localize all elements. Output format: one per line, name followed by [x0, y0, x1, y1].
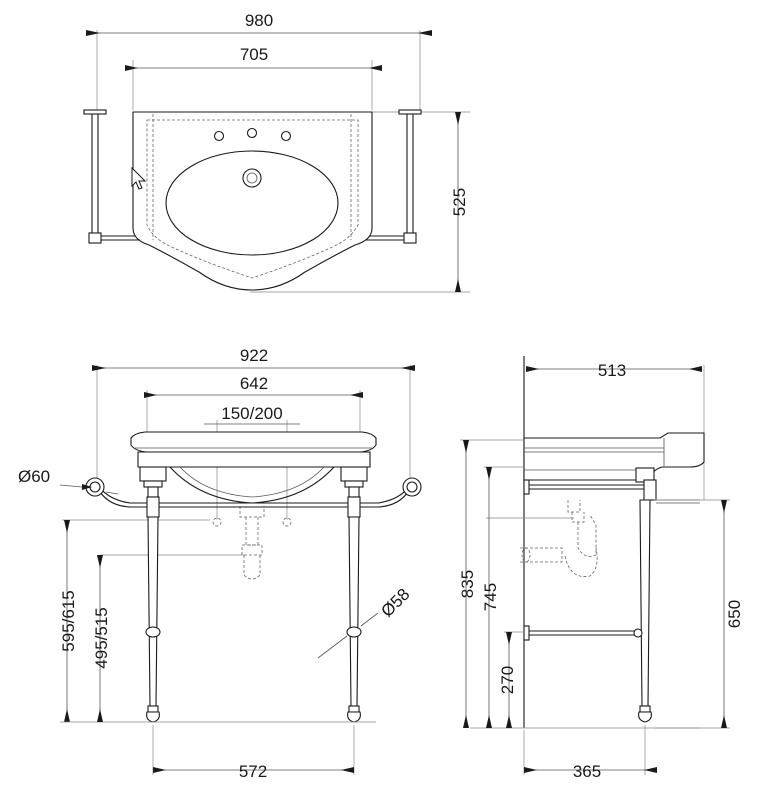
- front-view: 922 642 150/200: [18, 346, 422, 781]
- leg-front-left: [139, 466, 167, 723]
- dim-label-745: 745: [481, 583, 500, 611]
- basin-front: [130, 431, 377, 504]
- dimension-side-leg-spacing: 365: [523, 725, 657, 781]
- callout-rail-diameter: Ø60: [18, 467, 119, 495]
- dim-label-705: 705: [240, 45, 268, 64]
- dim-label-595-615: 595/615: [59, 590, 78, 651]
- side-view: 513: [458, 356, 744, 781]
- towel-rail-front: [85, 477, 422, 508]
- dimension-side-height-low-rail: 270: [498, 631, 524, 728]
- dimension-side-height-basin: 745: [481, 466, 524, 728]
- dim-label-835: 835: [458, 570, 477, 598]
- towel-rail-side: [523, 479, 700, 504]
- dim-label-495-515: 495/515: [92, 607, 111, 668]
- dim-label-365: 365: [573, 762, 601, 781]
- dim-label-572: 572: [239, 762, 267, 781]
- dim-label-150-200: 150/200: [221, 404, 282, 423]
- callout-leg-diameter: Ø58: [317, 585, 414, 659]
- dimension-top-width-basin: 705: [125, 45, 382, 110]
- dim-label-525: 525: [450, 188, 469, 216]
- dimension-side-height-shelf: 650: [654, 499, 744, 729]
- dim-label-650: 650: [725, 600, 744, 628]
- dim-label-o60: Ø60: [18, 467, 50, 486]
- dim-label-o58: Ø58: [377, 585, 413, 621]
- siphon-front: [100, 506, 265, 580]
- leg-side: [638, 499, 652, 723]
- lower-rail-side: [523, 625, 643, 641]
- dimension-front-height-rail-1: 595/615: [59, 520, 130, 723]
- dim-label-980: 980: [245, 11, 273, 30]
- mouse-cursor-icon: [131, 166, 147, 190]
- towel-rail-plan: [83, 109, 422, 244]
- top-view: 980 705 525: [83, 11, 470, 293]
- dimension-front-tap-spacing: 150/200: [204, 404, 300, 520]
- leg-front-right: [340, 466, 368, 723]
- dim-label-513: 513: [598, 361, 626, 380]
- dim-label-270: 270: [498, 666, 517, 694]
- dim-label-642: 642: [240, 374, 268, 393]
- tap-holes-front: [62, 517, 292, 527]
- basin-plan: [132, 111, 373, 291]
- basin-side: [523, 432, 705, 483]
- dimension-top-width-overall: 980: [86, 11, 432, 112]
- dimension-front-width-inner: 642: [144, 374, 363, 470]
- dimension-front-leg-spacing: 572: [152, 725, 355, 781]
- dimension-side-height-top: 835: [458, 439, 524, 728]
- leg-rail-clamps: [145, 626, 362, 638]
- dim-label-922: 922: [240, 346, 268, 365]
- dimension-side-depth: 513: [526, 361, 705, 500]
- dimension-front-width-overall: 922: [92, 346, 415, 480]
- dimension-front-height-rail-2: 495/515: [92, 555, 111, 722]
- siphon-side: [486, 500, 598, 577]
